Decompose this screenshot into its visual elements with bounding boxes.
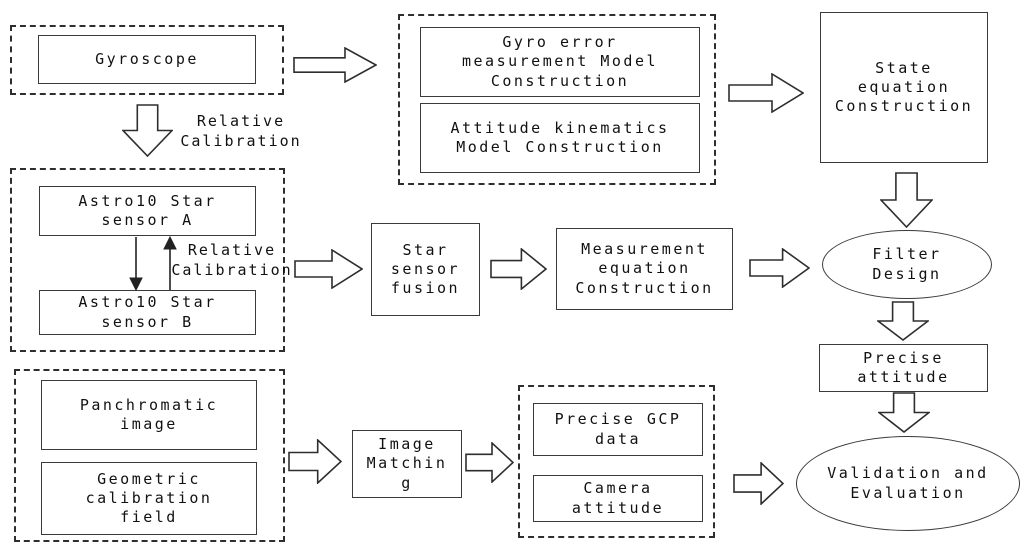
arrow-fusion-to-measurement bbox=[490, 248, 547, 290]
arrow-star-sensors-to-fusion bbox=[294, 249, 363, 289]
node-gyro-error-model-label: Gyro error measurement Model Constructio… bbox=[461, 33, 659, 90]
node-attitude-kinematics-model: Attitude kinematics Model Construction bbox=[420, 103, 700, 173]
node-filter-design: Filter Design bbox=[822, 230, 992, 299]
node-panchromatic-image-label: Panchromatic image bbox=[79, 395, 219, 433]
arrow-gyroscope-to-gyro-model bbox=[293, 47, 377, 83]
node-camera-attitude-label: Camera attitude bbox=[571, 479, 665, 517]
arrow-gyroscope-to-star-sensors bbox=[122, 104, 173, 157]
node-star-sensor-fusion-label: Star sensor fusion bbox=[390, 240, 461, 298]
relative-calibration-label-top: Relative Calibration bbox=[180, 112, 302, 150]
node-precise-gcp-data-label: Precise GCP data bbox=[554, 410, 682, 448]
node-gyro-error-model: Gyro error measurement Model Constructio… bbox=[420, 27, 700, 97]
node-validation-evaluation: Validation and Evaluation bbox=[796, 436, 1020, 531]
arrow-matching-to-gcp bbox=[465, 442, 514, 483]
relative-calibration-label-mid: Relative Calibration bbox=[171, 241, 293, 279]
image-source-group-frame bbox=[14, 369, 285, 542]
node-camera-attitude: Camera attitude bbox=[533, 475, 703, 522]
arrow-filter-to-precise-attitude bbox=[877, 301, 929, 341]
arrow-precise-attitude-to-validation bbox=[878, 392, 930, 433]
node-astro10-star-sensor-a: Astro10 Star sensor A bbox=[39, 186, 256, 236]
node-astro10-star-sensor-b-label: Astro10 Star sensor B bbox=[78, 293, 217, 331]
node-filter-design-label: Filter Design bbox=[872, 245, 942, 283]
node-astro10-star-sensor-a-label: Astro10 Star sensor A bbox=[78, 191, 217, 229]
node-image-matching-label: Image Matchin g bbox=[366, 435, 448, 492]
node-measurement-equation-label: Measurement equation Construction bbox=[575, 240, 714, 297]
gyroscope-group-frame bbox=[10, 25, 284, 95]
node-panchromatic-image: Panchromatic image bbox=[41, 380, 257, 450]
node-validation-evaluation-label: Validation and Evaluation bbox=[827, 464, 989, 502]
node-attitude-kinematics-model-label: Attitude kinematics Model Construction bbox=[450, 118, 670, 156]
node-gyroscope-label: Gyroscope bbox=[95, 49, 199, 68]
arrow-image-source-to-matching bbox=[288, 439, 342, 484]
node-astro10-star-sensor-b: Astro10 Star sensor B bbox=[39, 290, 256, 335]
node-geometric-calibration-field-label: Geometric calibration field bbox=[85, 469, 213, 527]
arrow-measurement-to-filter bbox=[749, 248, 810, 288]
node-star-sensor-fusion: Star sensor fusion bbox=[371, 223, 480, 316]
node-precise-attitude-label: Precise attitude bbox=[857, 348, 950, 386]
up-arrow-icon bbox=[163, 236, 177, 290]
down-arrow-icon bbox=[129, 237, 143, 292]
node-image-matching: Image Matchin g bbox=[352, 430, 462, 498]
node-state-equation: State equation Construction bbox=[820, 12, 988, 163]
calibration-exchange-arrows bbox=[129, 236, 177, 292]
star-sensor-group-frame bbox=[10, 168, 285, 352]
node-precise-attitude: Precise attitude bbox=[819, 344, 988, 392]
node-geometric-calibration-field: Geometric calibration field bbox=[41, 462, 257, 535]
gcp-group-frame bbox=[518, 385, 715, 538]
node-precise-gcp-data: Precise GCP data bbox=[533, 403, 703, 456]
node-state-equation-label: State equation Construction bbox=[834, 58, 974, 116]
gyro-model-group-frame bbox=[398, 14, 716, 185]
node-measurement-equation: Measurement equation Construction bbox=[556, 228, 733, 310]
arrow-state-equation-to-filter bbox=[880, 172, 933, 228]
node-gyroscope: Gyroscope bbox=[38, 35, 256, 84]
arrow-gyro-model-to-state-equation bbox=[728, 73, 804, 113]
arrow-gcp-to-validation bbox=[733, 462, 784, 505]
